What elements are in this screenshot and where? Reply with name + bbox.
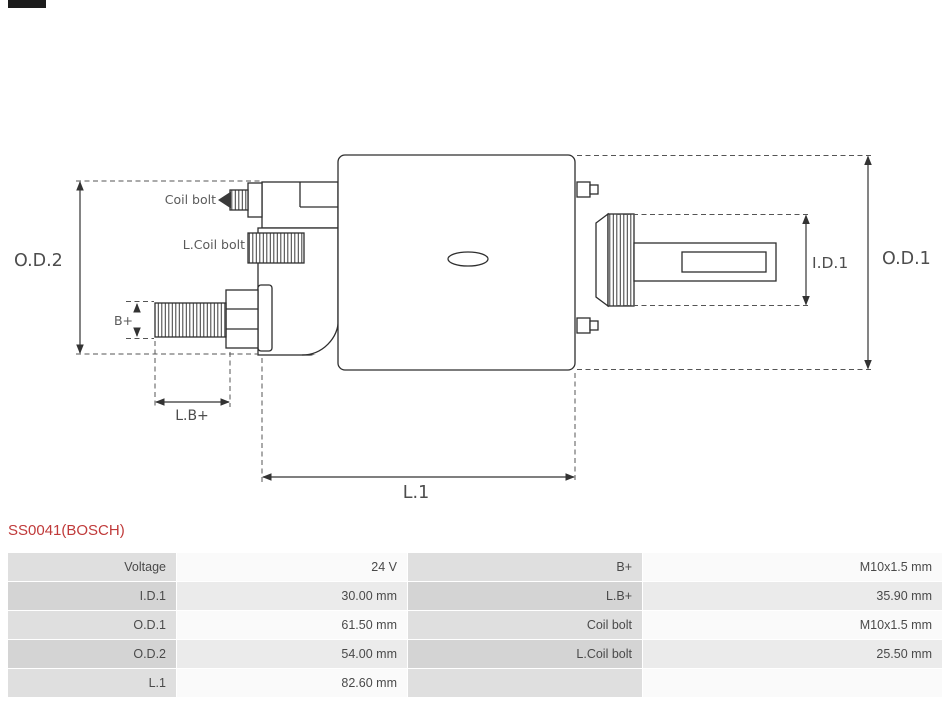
spec-value: 25.50 mm xyxy=(643,640,942,668)
extension-lines xyxy=(76,155,872,482)
spec-label: O.D.1 xyxy=(8,611,176,639)
spec-label xyxy=(408,669,642,697)
spec-value: M10x1.5 mm xyxy=(643,553,942,581)
end-terminal-top-tip xyxy=(589,184,599,195)
coil-bolt-collar xyxy=(247,182,263,218)
part-number-title: SS0041(BOSCH) xyxy=(8,522,125,539)
spec-value xyxy=(643,669,942,697)
spec-label: B+ xyxy=(408,553,642,581)
shaft-slot xyxy=(681,251,767,273)
leader-label-coil-bolt: Coil bolt xyxy=(165,192,216,207)
spec-label: Voltage xyxy=(8,553,176,581)
plunger-boot xyxy=(607,213,635,307)
dim-label-b-plus: B+ xyxy=(114,313,133,328)
spec-table: Voltage 24 V B+ M10x1.5 mm I.D.1 30.00 m… xyxy=(8,553,942,697)
spec-value: 24 V xyxy=(177,553,407,581)
dim-label-od1: O.D.1 xyxy=(882,249,931,269)
spec-label: I.D.1 xyxy=(8,582,176,610)
flange-corner-cut xyxy=(302,319,339,357)
dim-label-lb-plus: L.B+ xyxy=(175,408,209,424)
body-hole xyxy=(447,251,489,267)
b-plus-nut xyxy=(225,289,259,349)
technical-diagram-wrapper: O.D.2 O.D.1 I.D.1 L.1 L.B+ B+ Coil bolt … xyxy=(8,0,931,503)
end-terminal-bottom xyxy=(576,317,591,334)
spec-value: 35.90 mm xyxy=(643,582,942,610)
spec-label: L.Coil bolt xyxy=(408,640,642,668)
dim-label-od2: O.D.2 xyxy=(14,251,63,271)
solenoid-body xyxy=(337,154,576,371)
top-left-mark xyxy=(8,0,46,8)
b-plus-bolt-threads xyxy=(154,302,227,338)
spec-value: 30.00 mm xyxy=(177,582,407,610)
coil-bolt-threads xyxy=(229,189,249,211)
dim-label-l1: L.1 xyxy=(403,483,429,503)
spec-value: 54.00 mm xyxy=(177,640,407,668)
l-coil-bolt-threads xyxy=(247,232,305,264)
dim-label-id1: I.D.1 xyxy=(812,254,848,272)
leader-label-l-coil-bolt: L.Coil bolt xyxy=(183,237,245,252)
technical-diagram: O.D.2 O.D.1 I.D.1 L.1 L.B+ B+ Coil bolt … xyxy=(8,0,931,503)
spec-value: M10x1.5 mm xyxy=(643,611,942,639)
coil-bolt-tip xyxy=(218,191,231,209)
spec-label: Coil bolt xyxy=(408,611,642,639)
spec-label: L.B+ xyxy=(408,582,642,610)
spec-label: O.D.2 xyxy=(8,640,176,668)
plunger-boot-flare xyxy=(595,212,609,308)
end-terminal-bottom-tip xyxy=(589,320,599,331)
spec-value: 82.60 mm xyxy=(177,669,407,697)
b-plus-washer xyxy=(257,284,273,352)
spec-label: L.1 xyxy=(8,669,176,697)
end-terminal-top xyxy=(576,181,591,198)
spec-value: 61.50 mm xyxy=(177,611,407,639)
